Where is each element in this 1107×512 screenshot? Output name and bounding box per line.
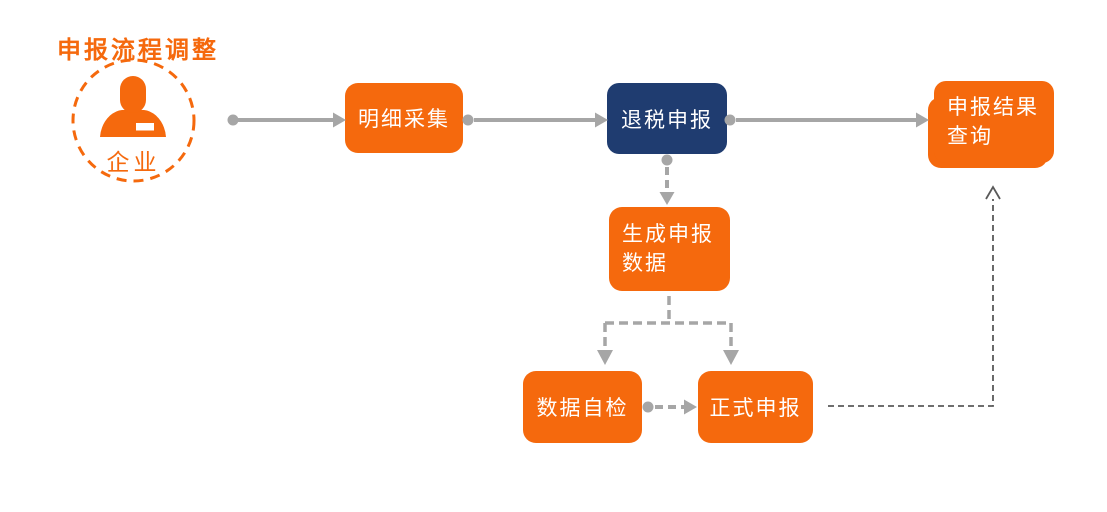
arrowhead <box>723 350 739 365</box>
node-label-line: 数据 <box>622 252 668 275</box>
node-label-line: 生成申报 <box>622 223 714 246</box>
connector-enterprise-to-collect <box>227 112 346 128</box>
page-title: 申报流程调整 <box>57 37 219 64</box>
connector-formal-to-result <box>828 185 1001 407</box>
connector-dot <box>661 154 673 166</box>
connector-declare-to-result <box>724 112 929 128</box>
arrowhead <box>597 350 613 365</box>
node-label-line: 查询 <box>947 125 993 148</box>
node-result-query: 申报结果 查询 <box>934 81 1054 163</box>
node-label-line: 申报结果 <box>947 96 1039 119</box>
arrowhead <box>985 185 1001 200</box>
actor-enterprise: 企业 <box>70 57 197 184</box>
connector-generate-branch <box>597 296 739 365</box>
connector-dot <box>462 114 474 126</box>
arrowhead <box>659 192 675 205</box>
connector-declare-to-generate <box>659 154 675 205</box>
person-icon <box>100 76 166 137</box>
node-label: 正式申报 <box>709 397 802 420</box>
connector-dot <box>642 401 654 413</box>
actor-label: 企业 <box>106 149 161 175</box>
connector-collect-to-declare <box>462 112 608 128</box>
actor-circle <box>71 58 196 183</box>
dashed-circle <box>71 58 196 183</box>
node-detail-collection: 明细采集 <box>345 83 463 153</box>
connector-selfcheck-to-formal <box>642 399 697 415</box>
node-label: 退税申报 <box>621 108 713 132</box>
node-generate-declare-data: 生成申报 数据 <box>609 207 730 291</box>
node-formal-declare: 正式申报 <box>698 371 813 443</box>
node-data-self-check: 数据自检 <box>523 371 642 443</box>
node-label: 数据自检 <box>536 397 629 420</box>
node-label: 明细采集 <box>358 108 450 131</box>
node-tax-refund-declare: 退税申报 <box>607 83 727 154</box>
arrowhead <box>684 399 697 415</box>
connector-dot <box>227 114 239 126</box>
